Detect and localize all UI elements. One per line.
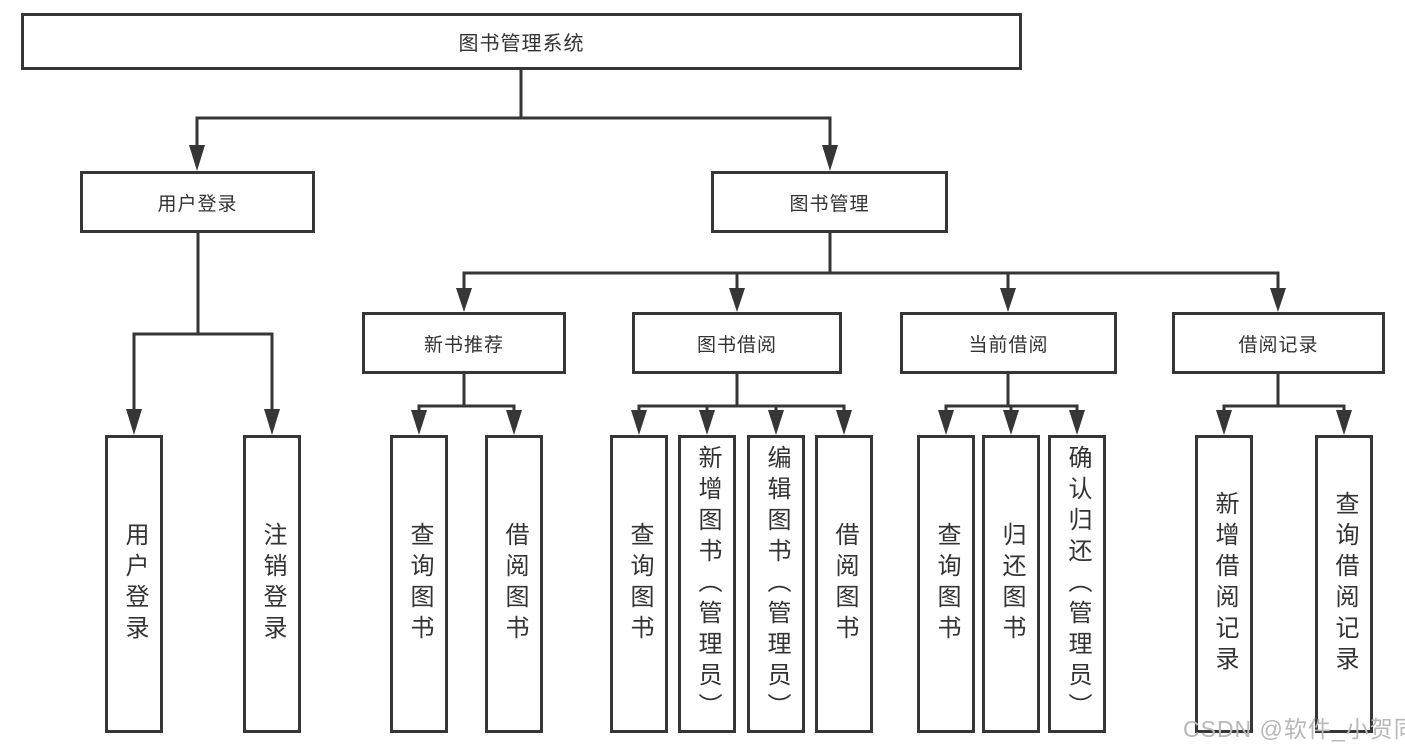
leaf-borrow-query-books: 查询图书 bbox=[610, 435, 668, 733]
node-user-login: 用户登录 bbox=[80, 171, 315, 233]
leaf-add-borrow-record: 新增借阅记录 bbox=[1195, 435, 1253, 733]
leaf-logout: 注销登录 bbox=[243, 435, 301, 733]
leaf-recommend-borrow-books: 借阅图书 bbox=[485, 435, 543, 733]
node-root: 图书管理系统 bbox=[21, 13, 1022, 70]
node-book-borrow: 图书借阅 bbox=[632, 312, 842, 374]
leaf-edit-books-admin: 编辑图书（管理员） bbox=[747, 435, 805, 733]
leaf-recommend-query-books: 查询图书 bbox=[390, 435, 448, 733]
node-new-book-recommend: 新书推荐 bbox=[362, 312, 566, 374]
leaf-user-login: 用户登录 bbox=[105, 435, 163, 733]
node-borrow-records: 借阅记录 bbox=[1172, 312, 1385, 374]
leaf-borrow-books: 借阅图书 bbox=[815, 435, 873, 733]
leaf-add-books-admin: 新增图书（管理员） bbox=[678, 435, 736, 733]
node-book-management: 图书管理 bbox=[711, 171, 948, 233]
leaf-confirm-return-admin: 确认归还（管理员） bbox=[1048, 435, 1106, 733]
leaf-query-borrow-record: 查询借阅记录 bbox=[1315, 435, 1373, 733]
leaf-return-books: 归还图书 bbox=[982, 435, 1040, 733]
csdn-watermark: CSDN @软件_小贺同学 bbox=[1183, 716, 1405, 742]
leaf-current-query-books: 查询图书 bbox=[917, 435, 975, 733]
node-current-borrow: 当前借阅 bbox=[900, 312, 1117, 374]
